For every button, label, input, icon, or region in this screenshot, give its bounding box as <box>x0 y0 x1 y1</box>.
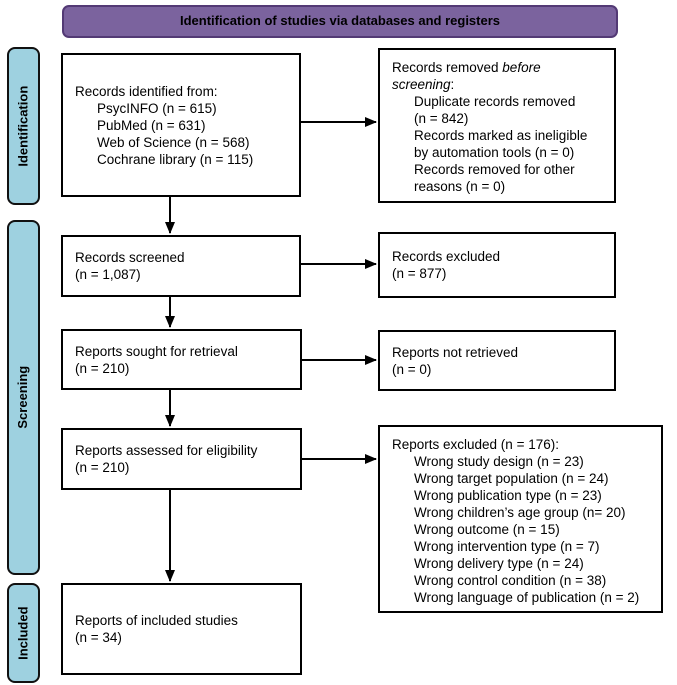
records-removed-item: Records removed for other <box>414 162 575 177</box>
exclusion-reason: Wrong publication type (n = 23) <box>414 488 602 503</box>
included-studies-label: Reports of included studies <box>75 613 238 628</box>
box-records-removed: Records removed before screening: Duplic… <box>378 48 616 203</box>
box-reports-assessed: Reports assessed for eligibility (n = 21… <box>61 428 302 490</box>
records-screened-count: (n = 1,087) <box>75 267 141 282</box>
records-identified-source: Web of Science (n = 568) <box>97 134 250 150</box>
reports-assessed-label: Reports assessed for eligibility <box>75 443 258 458</box>
records-excluded-label: Records excluded <box>392 249 501 264</box>
records-identified-source: PsycINFO (n = 615) <box>97 100 217 116</box>
records-identified-source: PubMed (n = 631) <box>97 117 206 133</box>
records-removed-item: Records marked as ineligible <box>414 128 588 143</box>
box-reports-sought: Reports sought for retrieval (n = 210) <box>61 329 302 390</box>
box-records-screened: Records screened (n = 1,087) <box>61 235 301 297</box>
stage-label-screening: Screening <box>7 220 40 575</box>
stage-included-text: Included <box>15 606 31 660</box>
box-records-excluded: Records excluded (n = 877) <box>378 232 616 298</box>
records-screened-label: Records screened <box>75 250 185 265</box>
header-title: Identification of studies via databases … <box>179 13 501 29</box>
exclusion-reason: Wrong target population (n = 24) <box>414 471 609 486</box>
reports-not-retrieved-count: (n = 0) <box>392 361 432 377</box>
reports-sought-label: Reports sought for retrieval <box>75 343 238 359</box>
stage-identification-text: Identification <box>15 85 31 167</box>
exclusion-reason: Wrong intervention type (n = 7) <box>414 539 600 554</box>
exclusion-reason: Wrong children’s age group (n= 20) <box>414 505 626 520</box>
diagram-header-banner: Identification of studies via databases … <box>62 5 618 38</box>
records-identified-title: Records identified from: <box>75 83 218 99</box>
included-studies-count: (n = 34) <box>75 630 122 645</box>
stage-screening-text: Screening <box>15 366 31 429</box>
exclusion-reason: Wrong delivery type (n = 24) <box>414 556 584 571</box>
box-included-studies: Reports of included studies (n = 34) <box>61 583 302 675</box>
records-removed-item: Duplicate records removed <box>414 94 576 109</box>
box-reports-excluded: Reports excluded (n = 176): Wrong study … <box>378 425 663 613</box>
box-reports-not-retrieved: Reports not retrieved (n = 0) <box>378 330 616 391</box>
reports-sought-count: (n = 210) <box>75 360 130 376</box>
stage-label-identification: Identification <box>7 47 40 205</box>
records-removed-item: reasons (n = 0) <box>414 179 506 194</box>
reports-not-retrieved-label: Reports not retrieved <box>392 344 519 360</box>
records-removed-item: (n = 842) <box>414 111 469 126</box>
stage-label-included: Included <box>7 583 40 683</box>
box-records-identified: Records identified from: PsycINFO (n = 6… <box>61 53 301 197</box>
records-identified-source: Cochrane library (n = 115) <box>97 151 254 167</box>
exclusion-reason: Wrong language of publication (n = 2) <box>414 590 640 605</box>
records-removed-item: by automation tools (n = 0) <box>414 145 575 160</box>
reports-assessed-count: (n = 210) <box>75 460 130 475</box>
reports-excluded-title: Reports excluded (n = 176): <box>392 437 559 452</box>
exclusion-reason: Wrong control condition (n = 38) <box>414 573 607 588</box>
records-removed-title-line2: screening: <box>392 77 455 92</box>
records-removed-title-line1: Records removed before <box>392 60 541 75</box>
records-excluded-count: (n = 877) <box>392 266 447 281</box>
exclusion-reason: Wrong study design (n = 23) <box>414 454 584 469</box>
exclusion-reason: Wrong outcome (n = 15) <box>414 522 560 537</box>
